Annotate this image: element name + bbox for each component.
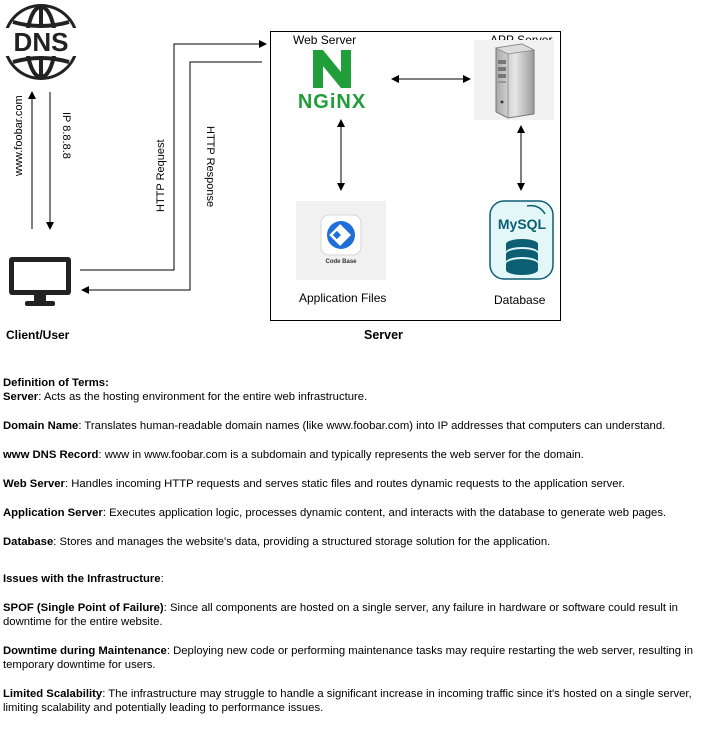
mysql-database-icon: MySQL <box>489 200 554 280</box>
diagram-canvas <box>28 31 561 321</box>
http-response-label: HTTP Response <box>204 126 216 208</box>
issue-item: SPOF (Single Point of Failure): Since al… <box>3 602 678 628</box>
mysql-logo-text: MySQL <box>497 216 547 232</box>
monitor-icon <box>8 256 72 308</box>
web-server-label: Web Server <box>293 33 357 47</box>
server-tower-icon <box>474 40 554 120</box>
codebase-icon: Code Base <box>296 201 386 280</box>
nginx-logo-text: NGiNX <box>297 91 367 113</box>
arrow-http-request <box>80 40 267 271</box>
http-request-label: HTTP Request <box>155 139 167 212</box>
client-user-label: Client/User <box>6 328 70 342</box>
definition-item: Database: Stores and manages the website… <box>3 536 551 548</box>
issue-item: Limited Scalability: The infrastructure … <box>3 688 692 714</box>
arrow-http-response <box>81 61 262 294</box>
nginx-logo-icon: NGiNX <box>289 48 375 114</box>
application-files-label: Application Files <box>299 291 387 305</box>
server-box-label: Server <box>364 328 403 342</box>
definition-item: Domain Name: Translates human-readable d… <box>3 420 666 432</box>
definition-item: Web Server: Handles incoming HTTP reques… <box>3 478 625 490</box>
dns-icon-label: DNS <box>13 27 69 57</box>
domain-request-label: www.foobar.com <box>13 95 25 176</box>
definitions-heading: Definition of Terms: <box>3 377 109 389</box>
definitions-list: Server: Acts as the hosting environment … <box>3 390 709 549</box>
terms-section: Definition of Terms: Server: Acts as the… <box>3 376 709 715</box>
ip-response-label: IP 8.8.8.8 <box>60 112 72 159</box>
server-box <box>270 31 561 321</box>
definition-item: Application Server: Executes application… <box>3 507 667 519</box>
codebase-icon-text: Code Base <box>325 259 357 265</box>
issues-list: SPOF (Single Point of Failure): Since al… <box>3 601 709 715</box>
definition-item: Server: Acts as the hosting environment … <box>3 391 368 403</box>
issues-heading: Issues with the Infrastructure: <box>3 573 164 585</box>
database-label: Database <box>494 293 546 307</box>
issue-item: Downtime during Maintenance: Deploying n… <box>3 645 694 671</box>
dns-globe-icon: DNS <box>1 2 81 82</box>
definition-item: www DNS Record: www in www.foobar.com is… <box>3 449 584 461</box>
